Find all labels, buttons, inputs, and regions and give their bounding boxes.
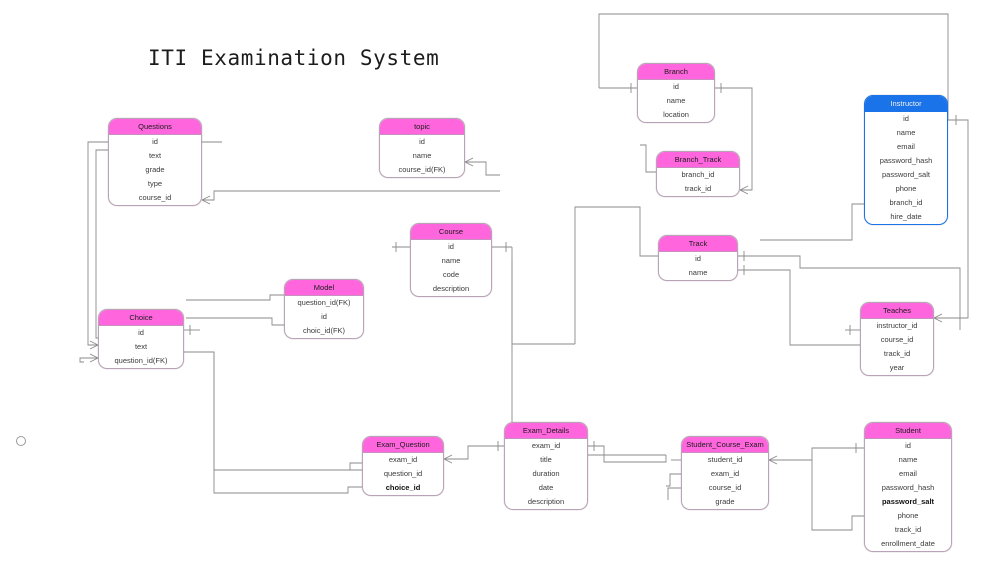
attribute-row[interactable]: course_id: [138, 193, 172, 202]
attribute-row[interactable]: course_id: [880, 335, 914, 344]
attribute-row[interactable]: choic_id(FK): [302, 326, 346, 335]
entity-choice[interactable]: Choice id text question_id(FK): [98, 309, 184, 369]
attribute-row[interactable]: email: [899, 469, 917, 478]
entity-title-track[interactable]: Track: [659, 236, 737, 252]
attribute-row[interactable]: grade: [715, 497, 735, 506]
attribute-row[interactable]: phone: [895, 184, 917, 193]
attribute-row[interactable]: hire_date: [890, 212, 922, 221]
entity-exam_question[interactable]: Exam_Question exam_id question_id choice_id: [362, 436, 444, 496]
entity-questions[interactable]: Questions id text grade type course_id: [108, 118, 202, 206]
attribute-row[interactable]: title: [540, 455, 552, 464]
attribute-row[interactable]: id: [321, 312, 327, 321]
attribute-row[interactable]: id: [673, 82, 679, 91]
attribute-row[interactable]: course_id(FK): [398, 165, 446, 174]
attribute-row[interactable]: email: [897, 142, 915, 151]
entity-topic[interactable]: topic id name course_id(FK): [379, 118, 465, 178]
attribute-row[interactable]: name: [896, 128, 916, 137]
attribute-row[interactable]: description: [527, 497, 565, 506]
attribute-row[interactable]: question_id(FK): [297, 298, 351, 307]
attribute-row[interactable]: question_id(FK): [114, 356, 168, 365]
attribute-row[interactable]: text: [148, 151, 162, 160]
attribute-row[interactable]: year: [889, 363, 905, 372]
attribute-row[interactable]: duration: [532, 469, 560, 478]
attribute-row[interactable]: password_hash: [881, 483, 935, 492]
attribute-row[interactable]: name: [898, 455, 918, 464]
attribute-row[interactable]: name: [441, 256, 461, 265]
attribute-row[interactable]: track_id: [684, 184, 712, 193]
attribute-row[interactable]: exam_id: [531, 441, 561, 450]
attribute-row[interactable]: description: [432, 284, 470, 293]
attribute-row[interactable]: id: [448, 242, 454, 251]
attribute-row[interactable]: date: [538, 483, 554, 492]
attribute-row[interactable]: password_salt: [881, 497, 935, 506]
attribute-row[interactable]: code: [442, 270, 460, 279]
attribute-row[interactable]: type: [147, 179, 163, 188]
entity-title-questions[interactable]: Questions: [109, 119, 201, 135]
selection-handle-marker[interactable]: [16, 436, 26, 446]
entity-title-student[interactable]: Student: [865, 423, 951, 439]
attribute-row[interactable]: id: [138, 328, 144, 337]
attribute-row[interactable]: id: [695, 254, 701, 263]
attribute-row[interactable]: id: [905, 441, 911, 450]
entity-branch_track[interactable]: Branch_Track branch_id track_id: [656, 151, 740, 197]
entity-title-model[interactable]: Model: [285, 280, 363, 296]
attribute-row[interactable]: course_id: [708, 483, 742, 492]
attribute-row[interactable]: question_id: [383, 469, 423, 478]
attribute-row[interactable]: exam_id: [388, 455, 418, 464]
attribute-row[interactable]: name: [412, 151, 432, 160]
attribute-row[interactable]: id: [903, 114, 909, 123]
entity-model[interactable]: Model question_id(FK)id choic_id(FK): [284, 279, 364, 339]
entity-track[interactable]: Track id name: [658, 235, 738, 281]
attribute-row[interactable]: grade: [145, 165, 165, 174]
attribute-row[interactable]: id: [419, 137, 425, 146]
attribute-row[interactable]: location: [663, 110, 689, 119]
entity-title-course[interactable]: Course: [411, 224, 491, 240]
attribute-row[interactable]: track_id: [894, 525, 922, 534]
entity-branch[interactable]: Branch id name location: [637, 63, 715, 123]
entity-course[interactable]: Course id name code description: [410, 223, 492, 297]
attribute-row[interactable]: password_hash: [879, 156, 933, 165]
attribute-row[interactable]: name: [688, 268, 708, 277]
attribute-row[interactable]: branch_id: [681, 170, 715, 179]
entity-title-student_course_exam[interactable]: Student_Course_Exam: [682, 437, 768, 453]
entity-title-topic[interactable]: topic: [380, 119, 464, 135]
entity-title-exam_details[interactable]: Exam_Details: [505, 423, 587, 439]
entity-title-branch[interactable]: Branch: [638, 64, 714, 80]
attribute-row[interactable]: choice_id: [385, 483, 421, 492]
attribute-row[interactable]: student_id: [707, 455, 743, 464]
attribute-row[interactable]: id: [152, 137, 158, 146]
attribute-row[interactable]: enrollment_date: [881, 539, 935, 548]
attribute-row[interactable]: branch_id: [889, 198, 923, 207]
attribute-row[interactable]: track_id: [883, 349, 911, 358]
page-title: ITI Examination System: [148, 46, 440, 70]
attribute-row[interactable]: text: [134, 342, 148, 351]
entity-title-branch_track[interactable]: Branch_Track: [657, 152, 739, 168]
entity-title-choice[interactable]: Choice: [99, 310, 183, 326]
attribute-row[interactable]: phone: [897, 511, 919, 520]
attribute-row[interactable]: exam_id: [710, 469, 740, 478]
entity-title-exam_question[interactable]: Exam_Question: [363, 437, 443, 453]
attribute-row[interactable]: instructor_id: [876, 321, 918, 330]
attribute-row[interactable]: password_salt: [882, 170, 930, 179]
entity-title-instructor[interactable]: Instructor: [865, 96, 947, 112]
entity-student[interactable]: Student id name email password_hash password_…: [864, 422, 952, 552]
entity-title-teaches[interactable]: Teaches: [861, 303, 933, 319]
attribute-row[interactable]: name: [666, 96, 686, 105]
